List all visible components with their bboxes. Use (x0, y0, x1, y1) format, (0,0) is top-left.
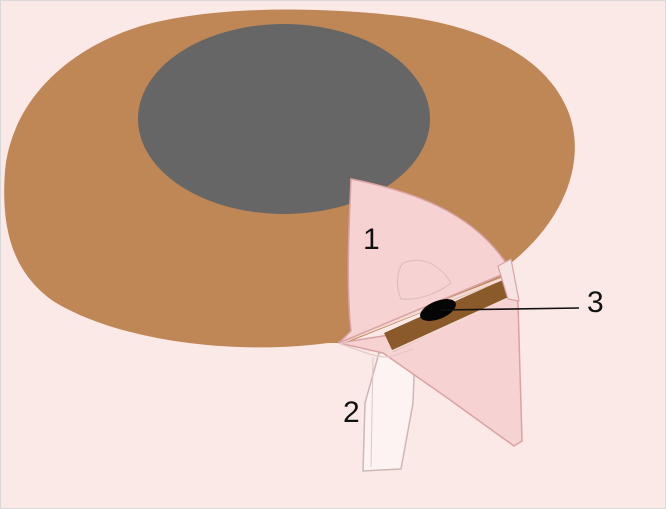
dark-center (138, 24, 430, 214)
label-3: 3 (587, 286, 604, 319)
label-1: 1 (363, 223, 380, 256)
label-2: 2 (343, 396, 360, 429)
